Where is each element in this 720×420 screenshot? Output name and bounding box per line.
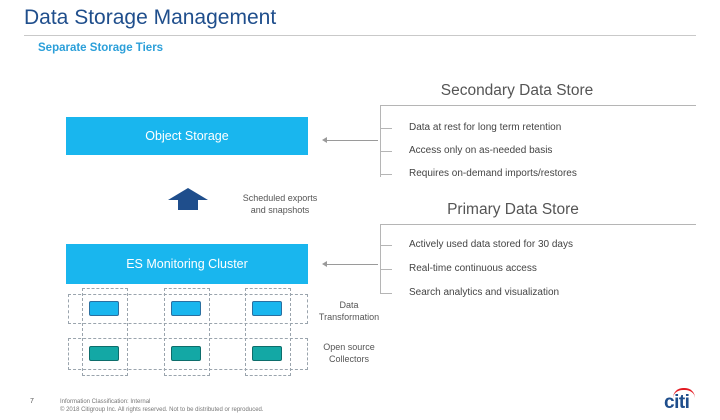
page-subtitle: Separate Storage Tiers bbox=[38, 42, 164, 54]
citi-logo: citi bbox=[664, 392, 690, 413]
primary-store-rule bbox=[380, 224, 696, 225]
collector-node bbox=[171, 346, 201, 361]
data-transformation-line2: Transformation bbox=[318, 312, 380, 322]
up-arrow-icon bbox=[166, 187, 210, 216]
transformation-node bbox=[171, 301, 201, 316]
citi-logo-arc-icon bbox=[673, 388, 695, 398]
secondary-bullet-3: Requires on-demand imports/restores bbox=[409, 168, 577, 179]
transformation-node bbox=[252, 301, 282, 316]
node-column-1 bbox=[82, 288, 128, 376]
node-column-2 bbox=[164, 288, 210, 376]
primary-tick-3 bbox=[380, 293, 392, 294]
collector-node bbox=[252, 346, 282, 361]
secondary-store-heading: Secondary Data Store bbox=[440, 82, 594, 99]
primary-connector bbox=[326, 264, 378, 265]
object-storage-box: Object Storage bbox=[66, 117, 308, 155]
collectors-line2: Collectors bbox=[328, 354, 369, 364]
secondary-connector bbox=[326, 140, 378, 141]
export-label: Scheduled exports and snapshots bbox=[232, 192, 328, 216]
footer-copyright: © 2018 Citigroup Inc. All rights reserve… bbox=[60, 407, 264, 413]
secondary-bullet-1: Data at rest for long term retention bbox=[409, 122, 562, 133]
es-cluster-box: ES Monitoring Cluster bbox=[66, 244, 308, 284]
primary-bullet-1: Actively used data stored for 30 days bbox=[409, 239, 573, 250]
primary-connector-arrow-icon bbox=[322, 261, 327, 267]
title-divider bbox=[24, 35, 696, 36]
data-transformation-label: Data Transformation bbox=[304, 299, 394, 323]
collectors-label: Open source Collectors bbox=[304, 341, 394, 365]
transformation-row bbox=[68, 294, 308, 324]
footer-classification: Information Classification: Internal bbox=[60, 399, 151, 405]
export-label-line2: and snapshots bbox=[250, 205, 310, 215]
secondary-bullet-2: Access only on as-needed basis bbox=[409, 145, 553, 156]
secondary-tick-3 bbox=[380, 174, 392, 175]
collector-node bbox=[89, 346, 119, 361]
primary-store-heading: Primary Data Store bbox=[447, 201, 579, 218]
secondary-bracket bbox=[380, 105, 381, 177]
collectors-row bbox=[68, 338, 308, 370]
object-storage-label: Object Storage bbox=[145, 129, 229, 143]
secondary-store-rule bbox=[380, 105, 696, 106]
data-transformation-line1: Data bbox=[339, 300, 359, 310]
node-column-3 bbox=[245, 288, 291, 376]
export-label-line1: Scheduled exports bbox=[242, 193, 318, 203]
primary-bullet-2: Real-time continuous access bbox=[409, 263, 537, 274]
primary-tick-2 bbox=[380, 269, 392, 270]
primary-bullet-3: Search analytics and visualization bbox=[409, 287, 560, 298]
transformation-node bbox=[89, 301, 119, 316]
secondary-tick-1 bbox=[380, 128, 392, 129]
footer-legal: Information Classification: Internal © 2… bbox=[60, 398, 264, 414]
page-number: 7 bbox=[30, 398, 34, 405]
primary-bracket bbox=[380, 224, 381, 294]
primary-tick-1 bbox=[380, 245, 392, 246]
es-cluster-label: ES Monitoring Cluster bbox=[126, 257, 248, 271]
secondary-connector-arrow-icon bbox=[322, 137, 327, 143]
secondary-tick-2 bbox=[380, 151, 392, 152]
collectors-line1: Open source bbox=[323, 342, 375, 352]
page-title: Data Storage Management bbox=[24, 6, 277, 29]
